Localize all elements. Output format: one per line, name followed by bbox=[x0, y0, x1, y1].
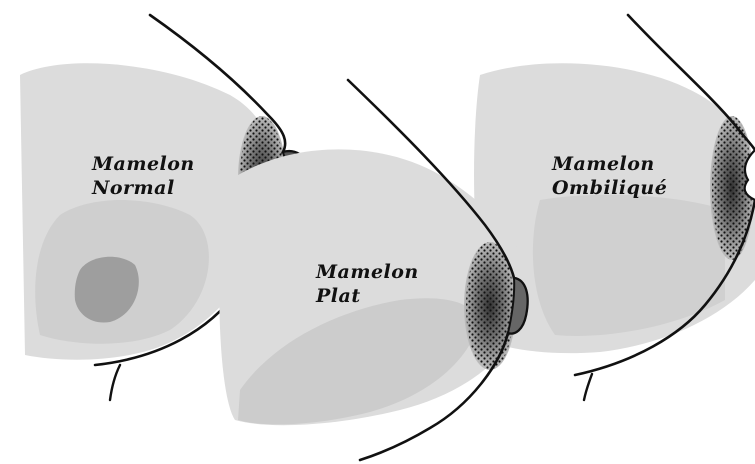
label-normal-line2: Normal bbox=[92, 176, 195, 200]
label-inverted-line1: Mamelon bbox=[552, 152, 667, 176]
label-normal-line1: Mamelon bbox=[92, 152, 195, 176]
label-flat: Mamelon Plat bbox=[316, 260, 419, 308]
label-normal: Mamelon Normal bbox=[92, 152, 195, 200]
breast-inverted-chest-line bbox=[584, 374, 592, 400]
breast-normal-chest-line bbox=[110, 365, 120, 400]
label-inverted-line2: Ombiliqué bbox=[552, 176, 667, 200]
breast-inverted bbox=[474, 15, 755, 400]
label-flat-line1: Mamelon bbox=[316, 260, 419, 284]
label-inverted: Mamelon Ombiliqué bbox=[552, 152, 667, 200]
label-flat-line2: Plat bbox=[316, 284, 419, 308]
